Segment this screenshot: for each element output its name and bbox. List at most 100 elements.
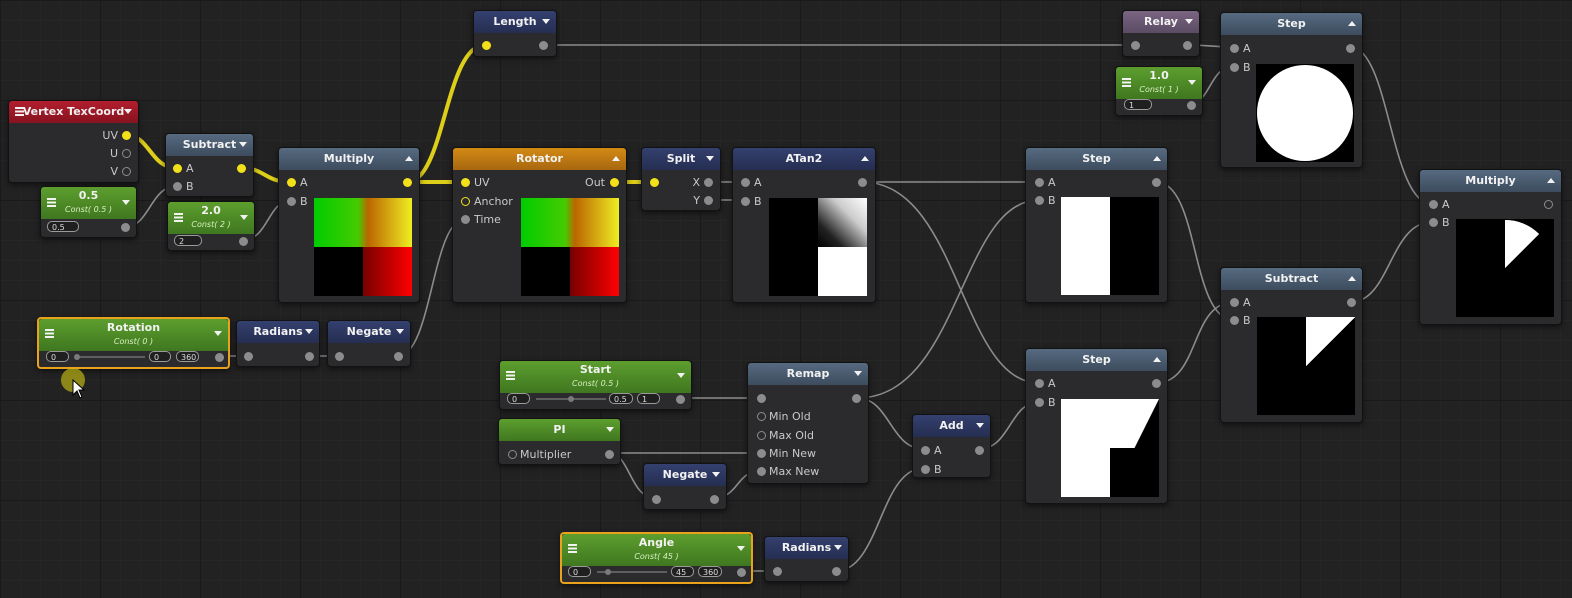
input-port[interactable] bbox=[757, 394, 766, 403]
value-field[interactable]: 0.5 bbox=[47, 221, 79, 232]
output-port[interactable] bbox=[403, 178, 412, 187]
chevron-down-icon[interactable] bbox=[396, 329, 404, 334]
chevron-down-icon[interactable] bbox=[214, 331, 222, 336]
node-step-top[interactable]: Step A B bbox=[1220, 12, 1363, 168]
node-multiply-2[interactable]: Multiply A B bbox=[1419, 169, 1562, 325]
chevron-down-icon[interactable] bbox=[240, 215, 248, 220]
output-port[interactable] bbox=[237, 164, 246, 173]
output-port-v[interactable] bbox=[122, 167, 131, 176]
node-header[interactable]: Add bbox=[913, 415, 990, 437]
input-port-a[interactable] bbox=[921, 446, 930, 455]
input-port-b[interactable] bbox=[741, 197, 750, 206]
node-rotator[interactable]: Rotator UV Anchor Time Out bbox=[452, 147, 627, 303]
input-port-b[interactable] bbox=[921, 465, 930, 474]
input-port-a[interactable] bbox=[1035, 379, 1044, 388]
output-port[interactable] bbox=[710, 495, 719, 504]
node-subtract-2[interactable]: Subtract A B bbox=[1220, 267, 1363, 423]
slider-knob[interactable] bbox=[568, 396, 574, 402]
output-port[interactable] bbox=[605, 450, 614, 459]
node-header[interactable]: ATan2 bbox=[733, 148, 875, 170]
chevron-down-icon[interactable] bbox=[1188, 80, 1196, 85]
input-port-max-new[interactable] bbox=[757, 467, 766, 476]
slider-track[interactable] bbox=[597, 571, 667, 573]
output-port[interactable] bbox=[394, 352, 403, 361]
input-port-multiplier[interactable] bbox=[508, 450, 517, 459]
node-radians-2[interactable]: Radians bbox=[764, 536, 849, 582]
max-field[interactable]: 360 bbox=[176, 351, 199, 362]
node-split[interactable]: Split X Y bbox=[641, 147, 721, 211]
input-port-a[interactable] bbox=[173, 164, 182, 173]
chevron-up-icon[interactable] bbox=[1348, 21, 1356, 26]
input-port[interactable] bbox=[244, 352, 253, 361]
chevron-down-icon[interactable] bbox=[854, 371, 862, 376]
output-port[interactable] bbox=[858, 178, 867, 187]
output-port[interactable] bbox=[1544, 200, 1553, 209]
chevron-down-icon[interactable] bbox=[542, 19, 550, 24]
output-port[interactable] bbox=[1187, 101, 1196, 110]
output-port-y[interactable] bbox=[704, 196, 713, 205]
input-port-b[interactable] bbox=[173, 182, 182, 191]
chevron-up-icon[interactable] bbox=[1153, 156, 1161, 161]
output-port[interactable] bbox=[975, 446, 984, 455]
value-field[interactable]: 1 bbox=[1124, 99, 1152, 110]
chevron-down-icon[interactable] bbox=[834, 545, 842, 550]
chevron-down-icon[interactable] bbox=[712, 472, 720, 477]
input-port-max-old[interactable] bbox=[757, 431, 766, 440]
output-port[interactable] bbox=[539, 41, 548, 50]
input-port-min-old[interactable] bbox=[757, 412, 766, 421]
chevron-up-icon[interactable] bbox=[405, 156, 413, 161]
chevron-down-icon[interactable] bbox=[737, 546, 745, 551]
input-port-a[interactable] bbox=[1035, 178, 1044, 187]
output-port[interactable] bbox=[1152, 178, 1161, 187]
input-port-b[interactable] bbox=[1429, 218, 1438, 227]
slider-knob[interactable] bbox=[74, 354, 80, 360]
node-header[interactable]: Multiply bbox=[279, 148, 419, 170]
output-port[interactable] bbox=[1347, 298, 1356, 307]
chevron-up-icon[interactable] bbox=[861, 156, 869, 161]
input-port-a[interactable] bbox=[1429, 200, 1438, 209]
chevron-up-icon[interactable] bbox=[1348, 276, 1356, 281]
node-header[interactable]: Negate bbox=[328, 321, 410, 343]
node-header[interactable]: Step bbox=[1026, 148, 1167, 170]
node-step-bottom[interactable]: Step A B bbox=[1025, 348, 1168, 504]
output-port[interactable] bbox=[215, 353, 224, 362]
node-radians-1[interactable]: Radians bbox=[236, 320, 320, 367]
output-port[interactable] bbox=[737, 568, 746, 577]
node-step-mid[interactable]: Step A B bbox=[1025, 147, 1168, 303]
node-header[interactable]: PI bbox=[499, 419, 620, 441]
node-remap[interactable]: Remap Min Old Max Old Min New Max New bbox=[747, 362, 869, 484]
input-port-uv[interactable] bbox=[461, 178, 470, 187]
chevron-down-icon[interactable] bbox=[606, 427, 614, 432]
chevron-down-icon[interactable] bbox=[124, 109, 132, 114]
output-port[interactable] bbox=[832, 567, 841, 576]
output-port-out[interactable] bbox=[610, 178, 619, 187]
chevron-up-icon[interactable] bbox=[1153, 357, 1161, 362]
min-field[interactable]: 0 bbox=[568, 566, 591, 577]
chevron-up-icon[interactable] bbox=[612, 156, 620, 161]
node-multiply-1[interactable]: Multiply A B bbox=[278, 147, 420, 303]
node-header[interactable]: Subtract bbox=[1221, 268, 1362, 290]
output-port[interactable] bbox=[121, 223, 130, 232]
node-header[interactable]: Rotator bbox=[453, 148, 626, 170]
node-header[interactable]: Radians bbox=[765, 537, 848, 559]
value-field[interactable]: 45 bbox=[671, 566, 694, 577]
slider-knob[interactable] bbox=[605, 569, 611, 575]
node-pi[interactable]: PI Multiplier bbox=[498, 418, 621, 465]
node-vertex-texcoord[interactable]: Vertex TexCoord UV U V bbox=[8, 100, 139, 183]
output-port[interactable] bbox=[1346, 44, 1355, 53]
node-negate-2[interactable]: Negate bbox=[643, 463, 727, 510]
input-port-a[interactable] bbox=[1230, 44, 1239, 53]
chevron-down-icon[interactable] bbox=[122, 200, 130, 205]
output-port[interactable] bbox=[1183, 41, 1192, 50]
input-port[interactable] bbox=[650, 178, 659, 187]
node-length[interactable]: Length bbox=[473, 10, 557, 57]
node-header[interactable]: Relay bbox=[1123, 11, 1199, 33]
